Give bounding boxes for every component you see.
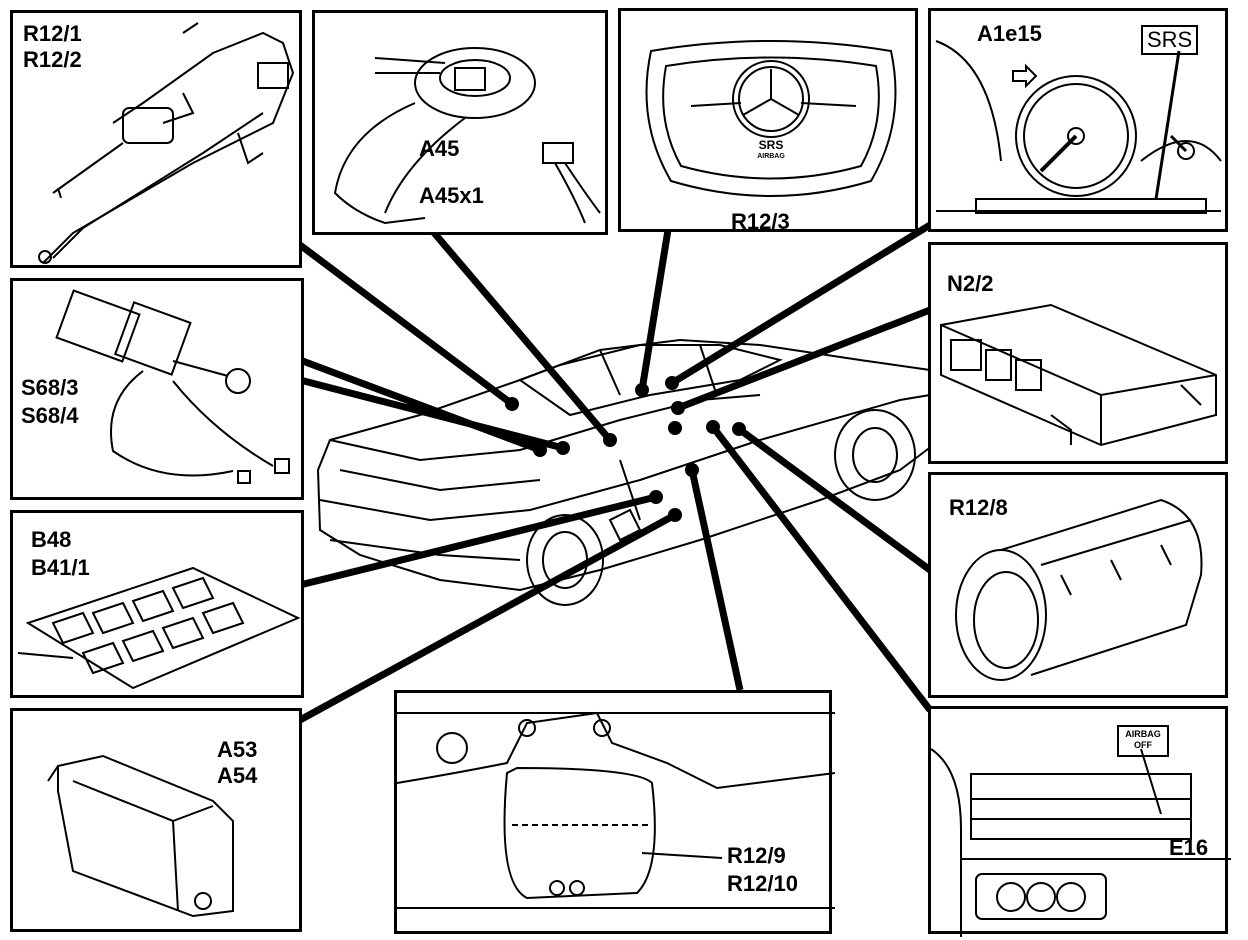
label-r12-10: R12/10 — [727, 871, 798, 896]
label-r12-3: R12/3 — [731, 209, 790, 234]
label-r12-8: R12/8 — [949, 495, 1008, 520]
seat-sensor-drawing — [17, 566, 301, 690]
panel-seat-sensor: B48 B41/1 — [10, 510, 304, 698]
label-n2-2: N2/2 — [947, 271, 994, 296]
label-srs-cluster: SRS — [1141, 25, 1199, 55]
panel-transponder: A53 A54 — [10, 708, 302, 932]
label-e16: E16 — [1169, 835, 1209, 860]
contact-spring-drawing — [333, 47, 601, 225]
panel-control-unit: N2/2 — [928, 242, 1228, 464]
control-unit-drawing — [940, 303, 1217, 447]
label-a1e15: A1e15 — [977, 21, 1042, 46]
label-airbag-off-line2: OFF — [1134, 740, 1152, 750]
label-b41-1: B41/1 — [31, 555, 90, 580]
leader-lines — [297, 222, 933, 724]
label-a53: A53 — [217, 737, 258, 762]
label-airbag-wheel: AIRBAG — [757, 153, 785, 160]
panel-steering-airbag: SRS AIRBAG R12/3 — [618, 8, 918, 234]
label-b48: B48 — [31, 527, 72, 552]
label-a54: A54 — [217, 763, 258, 788]
label-srs-wheel: SRS — [758, 138, 784, 152]
transponder-drawing — [47, 754, 234, 918]
instrument-cluster-drawing — [935, 40, 1222, 214]
label-a45x1: A45x1 — [419, 183, 484, 208]
panel-belt-tensioner: R12/1 R12/2 — [10, 10, 302, 268]
panel-contact-spring: A45 A45x1 — [312, 10, 608, 235]
panel-instrument-cluster: A1e15 SRS — [928, 8, 1228, 232]
panel-knee-airbag: R12/9 R12/10 — [394, 690, 835, 934]
label-s68-3: S68/3 — [21, 375, 79, 400]
label-s68-4: S68/4 — [21, 403, 79, 428]
panel-buckle-switch: S68/3 S68/4 — [10, 278, 304, 500]
buckle-switch-drawing — [55, 289, 290, 484]
panel-airbag-off-indicator: AIRBAG OFF E16 — [928, 706, 1231, 937]
label-airbag-off-line1: AIRBAG — [1125, 729, 1161, 739]
label-a45: A45 — [419, 136, 460, 161]
passenger-airbag-drawing — [955, 498, 1203, 681]
knee-airbag-drawing — [397, 711, 835, 909]
car-outline — [316, 338, 967, 606]
airbag-off-lamp — [1117, 725, 1169, 757]
steering-airbag-drawing — [645, 40, 897, 197]
label-r12-2: R12/2 — [23, 47, 82, 72]
belt-tensioner-drawing — [38, 22, 295, 264]
label-r12-1: R12/1 — [23, 21, 82, 46]
panel-passenger-airbag: R12/8 — [928, 472, 1228, 698]
dashboard-vents-drawing — [931, 748, 1231, 937]
label-r12-9: R12/9 — [727, 843, 786, 868]
